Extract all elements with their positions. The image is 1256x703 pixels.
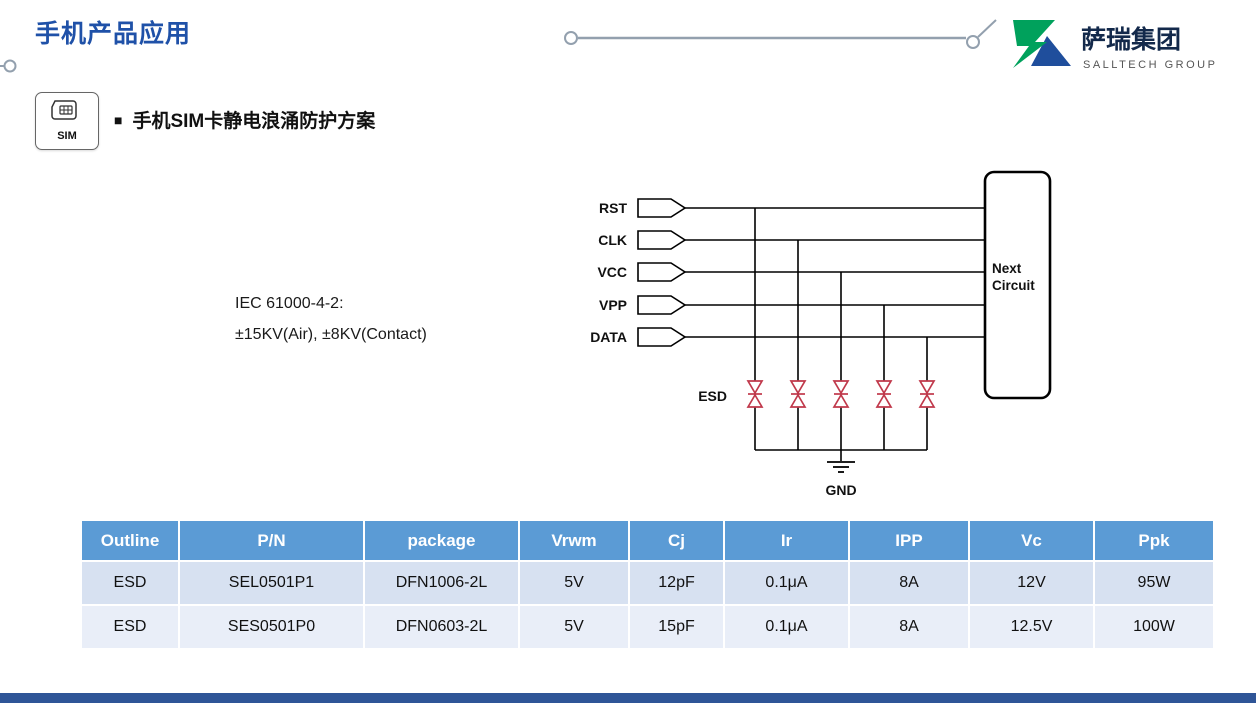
- signal-connector: [637, 327, 687, 347]
- table-cell: 5V: [518, 560, 630, 606]
- signal-label-vpp: VPP: [599, 297, 627, 313]
- section-title: ■ 手机SIM卡静电浪涌防护方案: [114, 106, 375, 133]
- signal-label-rst: RST: [599, 200, 627, 216]
- table-cell: ESD: [80, 560, 180, 606]
- tvs-diode-icon: [789, 380, 807, 408]
- tvs-diode-icon: [832, 380, 850, 408]
- table-cell: 12.5V: [968, 604, 1095, 650]
- signal-label-data: DATA: [590, 329, 627, 345]
- col-header-cj: Cj: [628, 519, 725, 562]
- signal-connector: [637, 230, 687, 250]
- footer-accent-bar: [0, 693, 1256, 703]
- iec-standard-line1: IEC 61000-4-2:: [235, 295, 344, 312]
- table-cell: 0.1μA: [723, 604, 850, 650]
- sim-card-icon: SIM: [51, 100, 77, 142]
- table-cell: 8A: [848, 604, 970, 650]
- table-cell: 12pF: [628, 560, 725, 606]
- table-row: ESD SEL0501P1 DFN1006-2L 5V 12pF 0.1μA 8…: [80, 560, 1215, 606]
- table-cell: ESD: [80, 604, 180, 650]
- col-header-ipp: IPP: [848, 519, 970, 562]
- table-cell: 5V: [518, 604, 630, 650]
- iec-standard-text: IEC 61000-4-2: ±15KV(Air), ±8KV(Contact): [235, 288, 427, 350]
- signal-label-vcc: VCC: [597, 264, 627, 280]
- next-circuit-label-line1: Next: [992, 261, 1022, 276]
- signal-connector: [637, 262, 687, 282]
- next-circuit-label-line2: Circuit: [992, 278, 1035, 293]
- header-divider-decoration: [0, 19, 997, 73]
- table-cell: DFN0603-2L: [363, 604, 520, 650]
- col-header-ir: Ir: [723, 519, 850, 562]
- table-cell: 0.1μA: [723, 560, 850, 606]
- table-cell: SES0501P0: [178, 604, 365, 650]
- signal-connector: [637, 198, 687, 218]
- col-header-vrwm: Vrwm: [518, 519, 630, 562]
- spec-table: Outline P/N package Vrwm Cj Ir IPP Vc Pp…: [80, 519, 1215, 650]
- tvs-diode-icon: [875, 380, 893, 408]
- table-cell: 15pF: [628, 604, 725, 650]
- tvs-diode-icon: [746, 380, 764, 408]
- logo-mark-icon: [1013, 20, 1071, 68]
- logo-name: 萨瑞集团: [1081, 25, 1181, 54]
- table-cell: DFN1006-2L: [363, 560, 520, 606]
- iec-standard-line2: ±15KV(Air), ±8KV(Contact): [235, 326, 427, 343]
- table-cell: 95W: [1093, 560, 1215, 606]
- sim-label: SIM: [57, 130, 77, 142]
- logo-subtitle: SALLTECH GROUP: [1083, 59, 1217, 71]
- esd-label: ESD: [698, 388, 727, 404]
- table-cell: SEL0501P1: [178, 560, 365, 606]
- company-logo: 萨瑞集团 SALLTECH GROUP: [1013, 20, 1217, 71]
- next-circuit-box: [983, 170, 1052, 400]
- col-header-vc: Vc: [968, 519, 1095, 562]
- signal-connector: [637, 295, 687, 315]
- gnd-label: GND: [825, 482, 856, 498]
- section-bullet-icon: ■: [114, 111, 123, 128]
- col-header-ppk: Ppk: [1093, 519, 1215, 562]
- page-title: 手机产品应用: [35, 20, 192, 48]
- table-cell: 8A: [848, 560, 970, 606]
- signal-label-clk: CLK: [598, 232, 627, 248]
- table-row: ESD SES0501P0 DFN0603-2L 5V 15pF 0.1μA 8…: [80, 604, 1215, 650]
- col-header-outline: Outline: [80, 519, 180, 562]
- table-cell: 12V: [968, 560, 1095, 606]
- circuit-diagram: RST CLK VCC VPP DATA ESD: [590, 170, 1052, 498]
- table-cell: 100W: [1093, 604, 1215, 650]
- col-header-package: package: [363, 519, 520, 562]
- sim-icon: SIM: [35, 92, 99, 150]
- section-title-text: 手机SIM卡静电浪涌防护方案: [132, 111, 376, 132]
- table-header-row: Outline P/N package Vrwm Cj Ir IPP Vc Pp…: [80, 519, 1215, 562]
- col-header-pn: P/N: [178, 519, 365, 562]
- ground-icon: [827, 461, 855, 473]
- tvs-diode-icon: [918, 380, 936, 408]
